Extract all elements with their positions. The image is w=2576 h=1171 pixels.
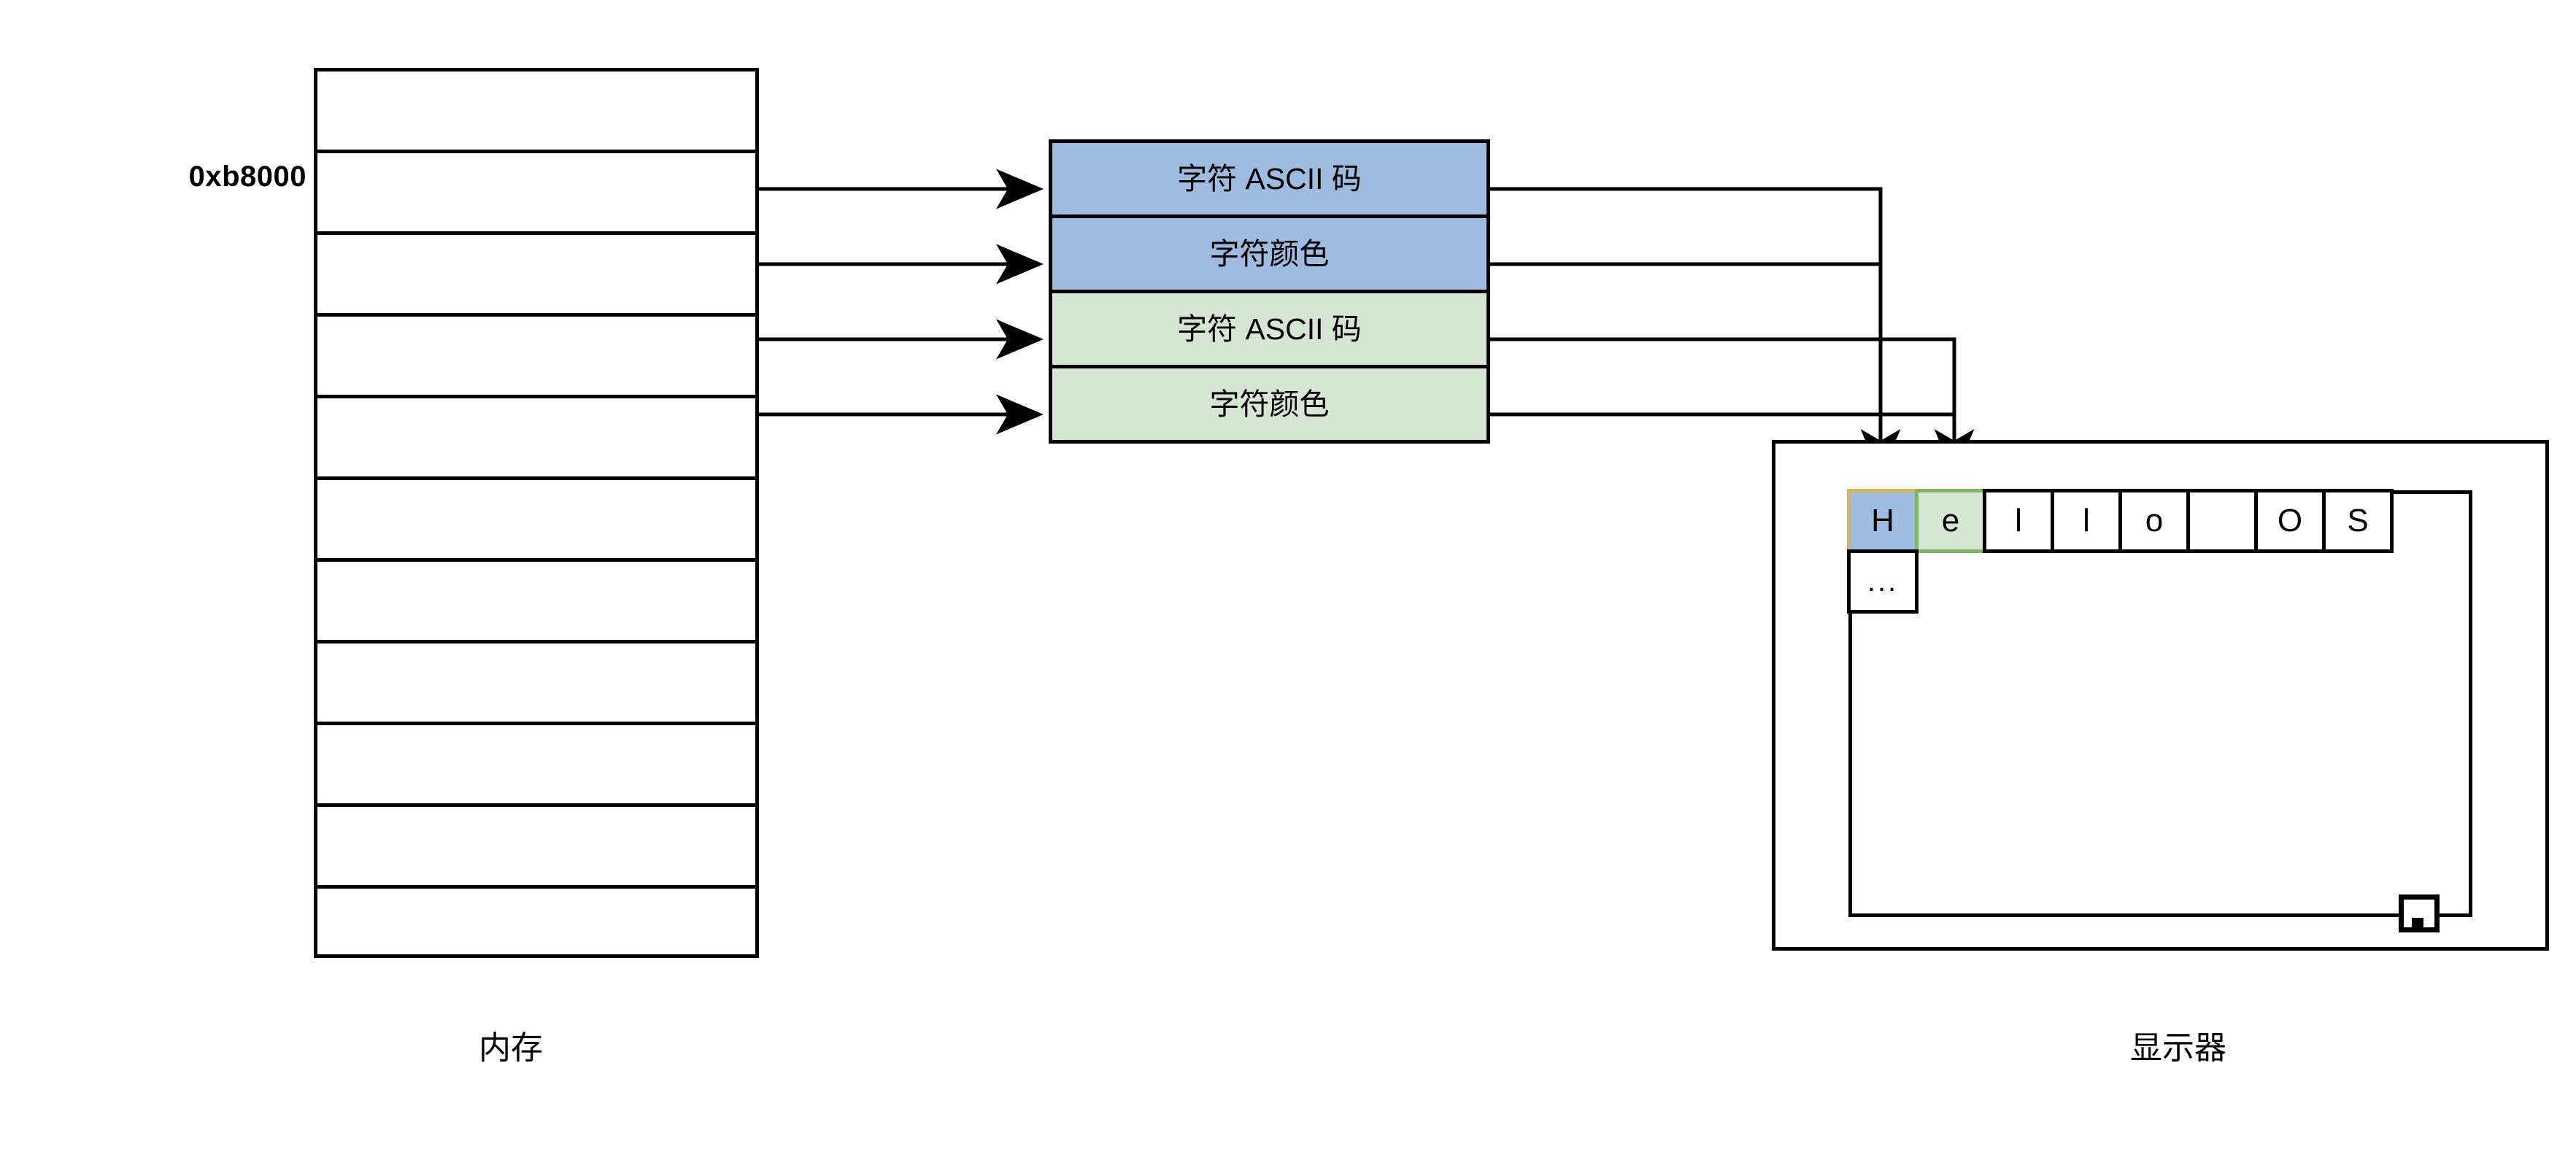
wire-attr1-to-screen-H — [1490, 187, 1901, 476]
screen-ellipsis-cell: ... — [1847, 549, 1918, 614]
memory-row-10 — [317, 807, 755, 889]
caption-memory: 内存 — [479, 1030, 543, 1066]
memory-row-8 — [317, 644, 755, 725]
memory-address-label: 0xb8000 — [188, 161, 306, 193]
vga-cell-attribute-group: 字符 ASCII 码字符颜色字符 ASCII 码字符颜色 — [1049, 139, 1490, 444]
monitor-screen — [1848, 490, 2472, 917]
screen-cell-7: O — [2254, 489, 2326, 553]
attribute-box-3: 字符 ASCII 码 — [1049, 290, 1490, 368]
monitor-power-indicator-dot — [2412, 918, 2423, 932]
memory-row-2 — [317, 153, 755, 235]
screen-cell-6 — [2186, 489, 2258, 553]
memory-row-5 — [317, 398, 755, 480]
memory-row-1 — [317, 72, 755, 153]
attribute-box-1: 字符 ASCII 码 — [1049, 139, 1490, 218]
memory-row-4 — [317, 317, 755, 398]
screen-cell-1: H — [1847, 489, 1918, 553]
memory-row-9 — [317, 725, 755, 807]
memory-table — [314, 68, 759, 958]
screen-cell-2: e — [1915, 489, 1986, 553]
attribute-box-2: 字符颜色 — [1049, 215, 1490, 293]
screen-cell-3: l — [1983, 489, 2054, 553]
attribute-box-4: 字符颜色 — [1049, 365, 1490, 444]
screen-cell-5: o — [2118, 489, 2190, 553]
memory-row-7 — [317, 562, 755, 644]
screen-cell-8: S — [2322, 489, 2394, 553]
caption-monitor: 显示器 — [2130, 1030, 2226, 1066]
memory-row-6 — [317, 480, 755, 562]
memory-row-3 — [317, 235, 755, 317]
memory-row-11 — [317, 889, 755, 958]
screen-cell-4: l — [2051, 489, 2122, 553]
